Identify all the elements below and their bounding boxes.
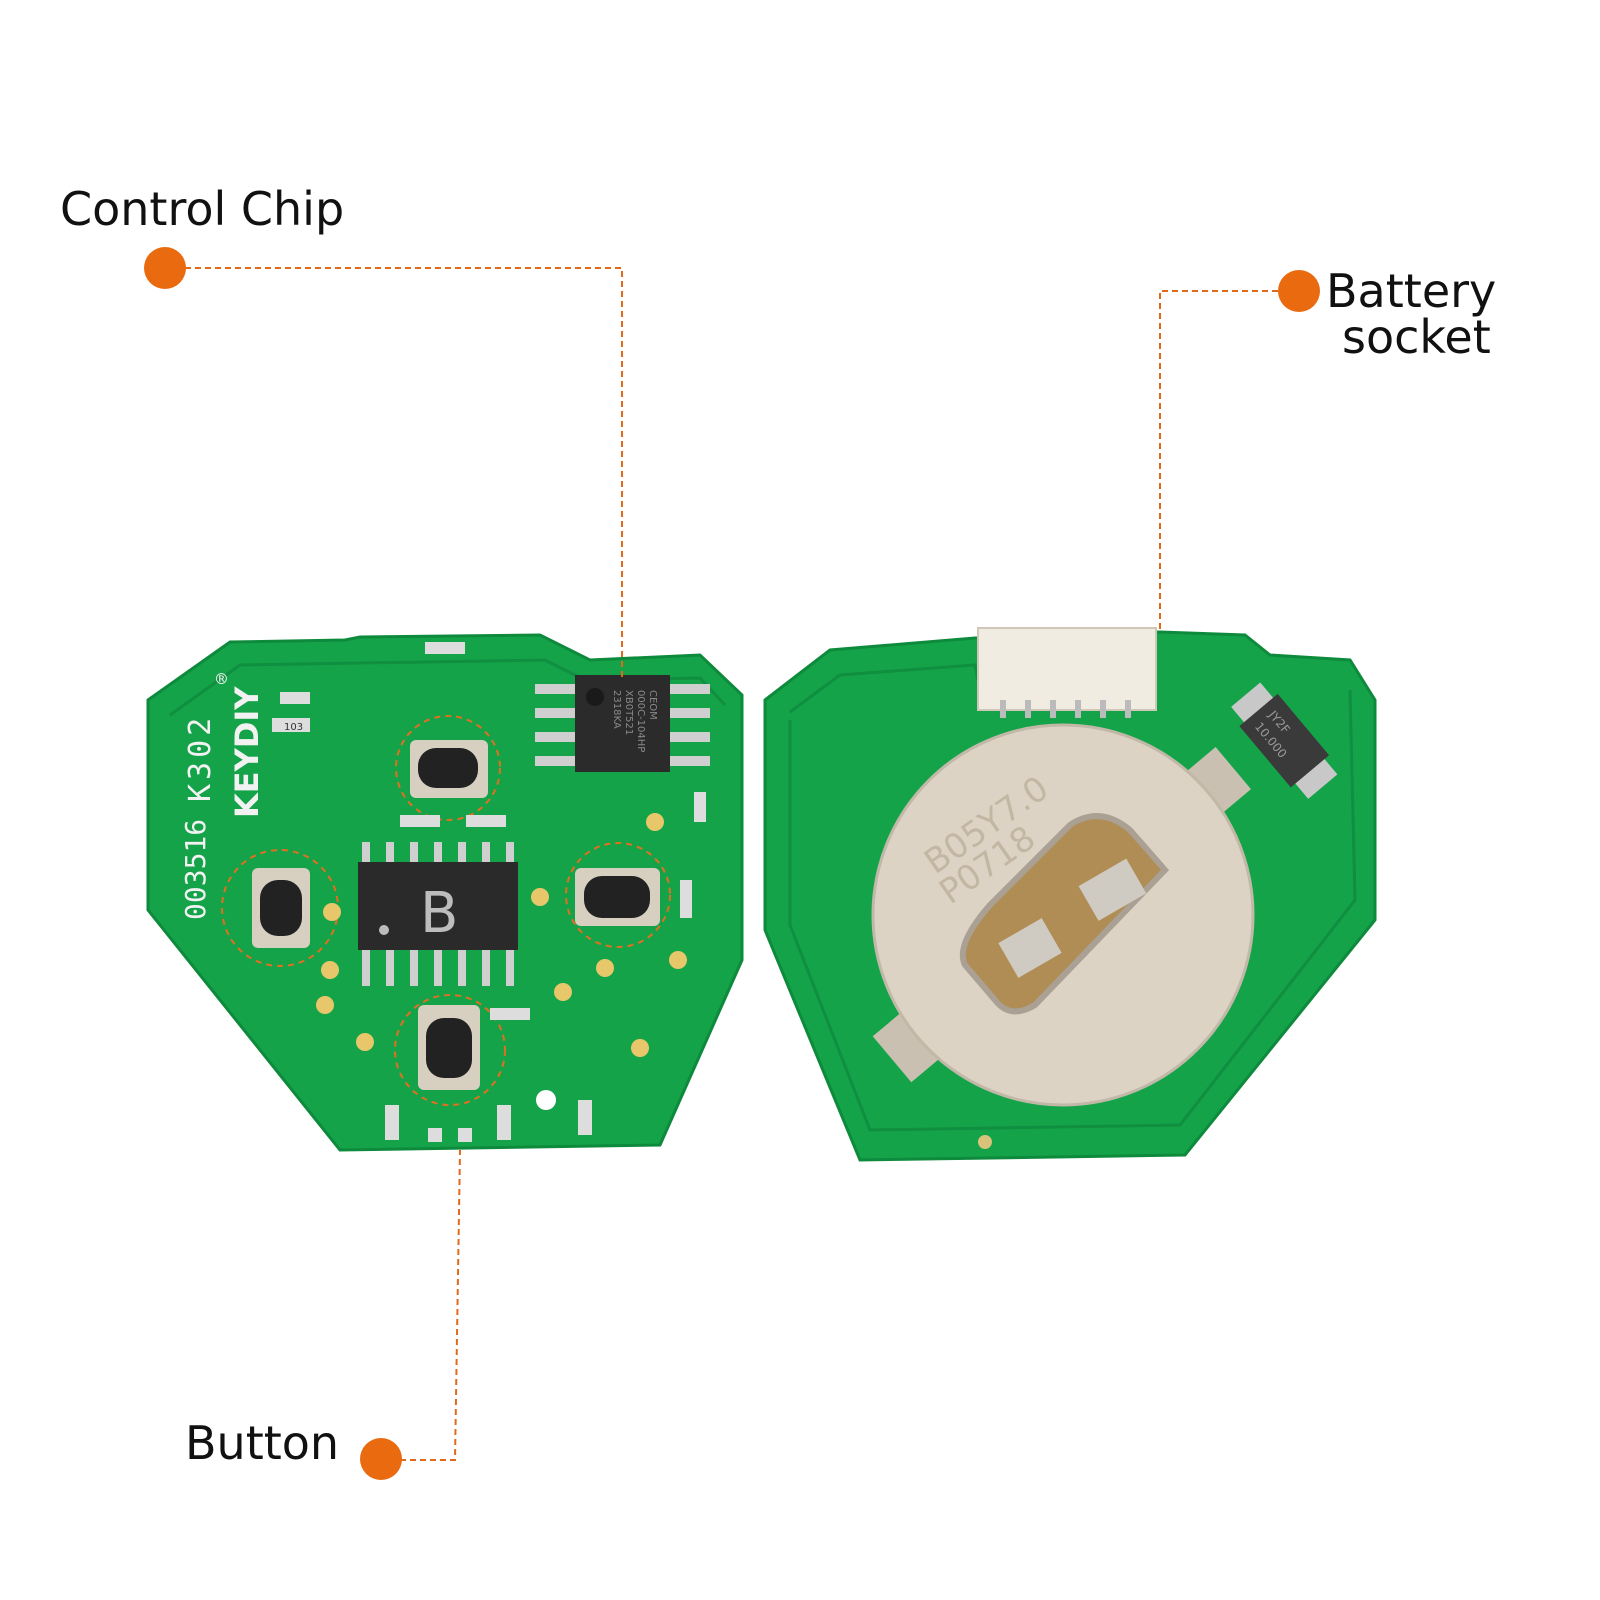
control-chip: [535, 675, 710, 772]
control-chip-label: Control Chip: [60, 182, 345, 236]
button-leader-line: [400, 1149, 461, 1461]
ic-letter: B: [420, 881, 458, 946]
button-label: Button: [185, 1416, 340, 1470]
chip-text-line: 000C-104HP: [635, 690, 646, 752]
main-ic: [358, 842, 518, 986]
pcb-brand-logo: KEYDIY: [228, 686, 266, 818]
coin-battery-socket: B05Y7.0 P0718: [871, 723, 1255, 1107]
registered-mark: ®: [216, 669, 227, 690]
battery-marker-dot: [1278, 270, 1320, 312]
chip-text-line: 2318KA: [611, 690, 622, 729]
chip-text-line: CEOM: [647, 690, 658, 720]
resistor-marking: 103: [284, 722, 303, 733]
right-pcb-battery-side: JY2F 10.000 B05Y7.0 P0718: [763, 627, 1377, 1162]
battery-leader-line: [1159, 290, 1278, 632]
left-pcb-button-side: 003516 K302 KEYDIY ® B: [146, 633, 744, 1152]
control-chip-marker-dot: [144, 247, 186, 289]
tact-switch-bottom: [394, 994, 506, 1106]
tact-switch-top: [395, 715, 501, 821]
pcb-serial: 003516: [179, 819, 212, 920]
connector: [977, 627, 1157, 718]
chip-text-line: XB0T521: [623, 690, 634, 735]
battery-socket-label-line1: Battery: [1326, 264, 1497, 318]
button-marker-dot: [360, 1438, 402, 1480]
control-chip-leader-line: [185, 267, 623, 678]
tact-switch-right: [565, 842, 671, 948]
battery-socket-label-line2: socket: [1342, 310, 1491, 364]
tact-switch-left: [221, 849, 339, 967]
pcb-model: K302: [183, 714, 218, 802]
